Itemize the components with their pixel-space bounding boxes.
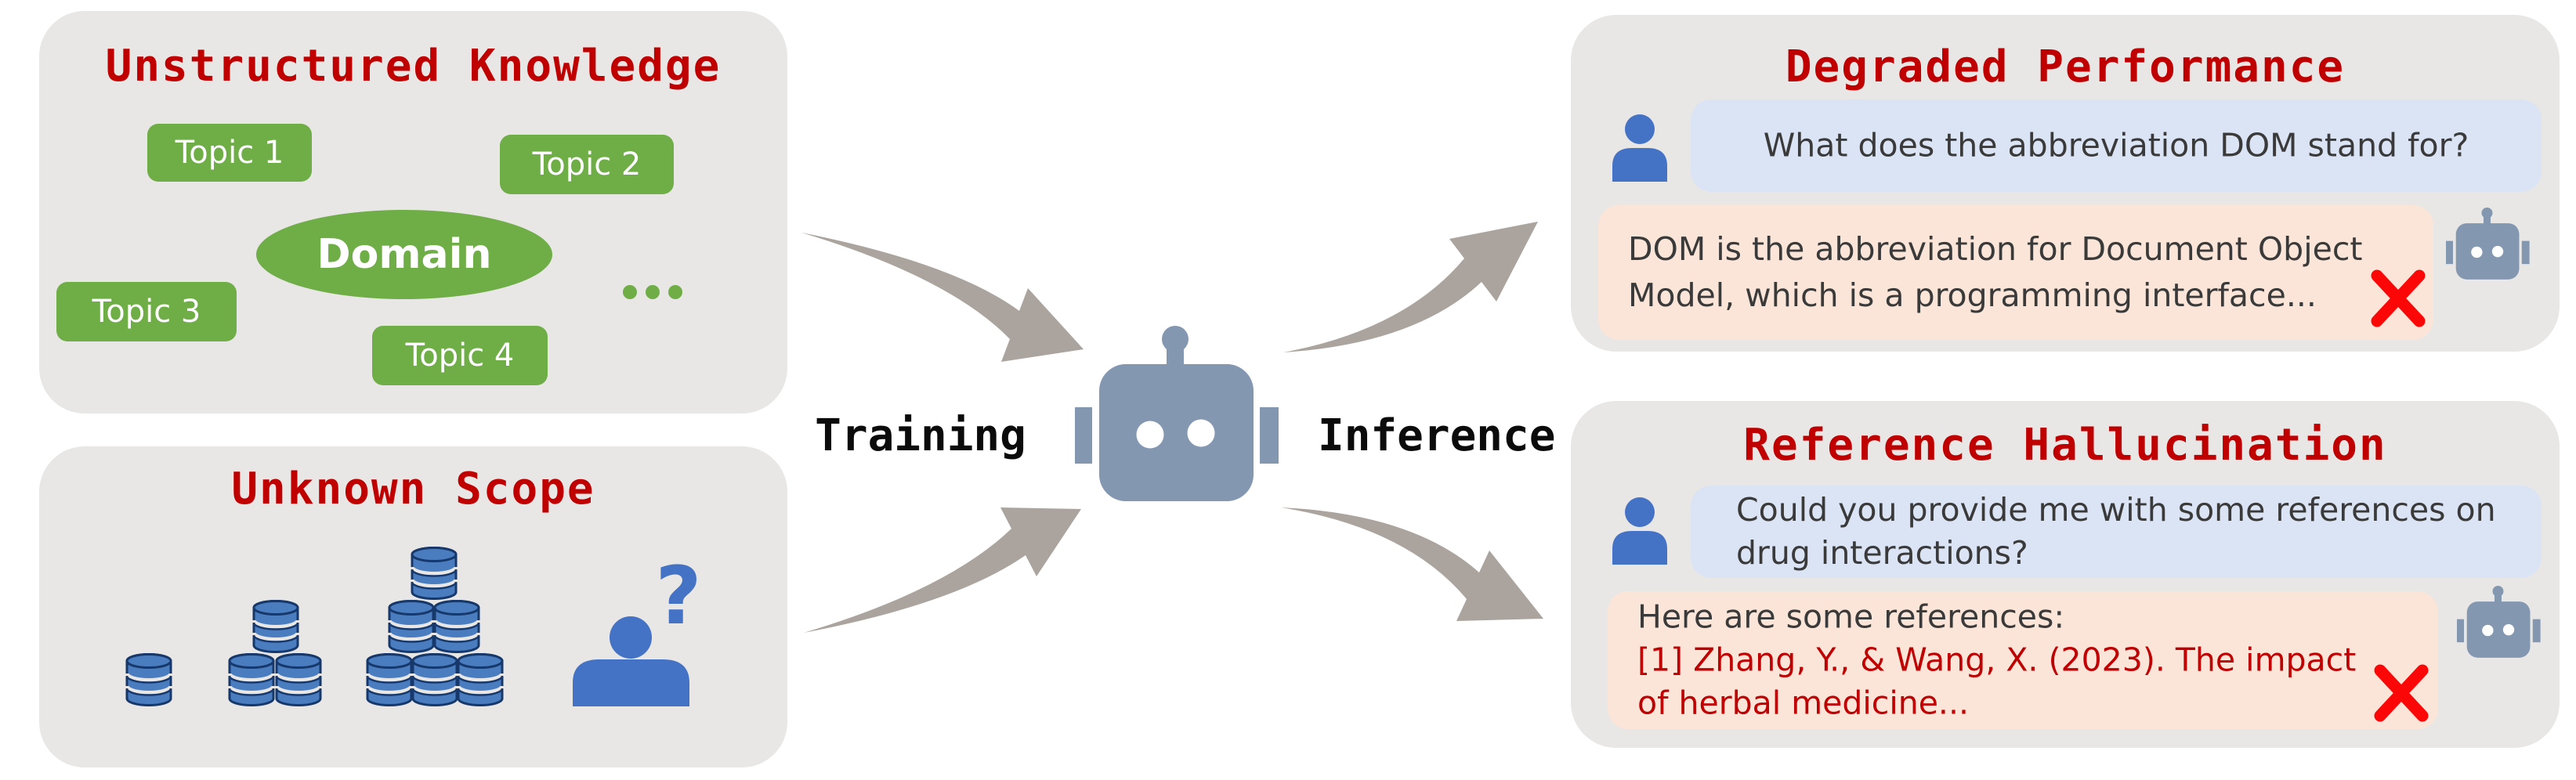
panel-unstructured-knowledge: Unstructured Knowledge Topic 1 Topic 2 D… xyxy=(39,11,787,413)
panel-title: Unstructured Knowledge xyxy=(105,41,722,92)
ellipsis-dots-icon xyxy=(623,285,682,299)
topic-box-4: Topic 4 xyxy=(372,326,548,385)
flow-arrow-icon xyxy=(1281,507,1543,621)
panel-title: Reference Hallucination xyxy=(1743,420,2387,471)
bot-message-text: Here are some references: [1] Zhang, Y.,… xyxy=(1637,598,2357,722)
panel-degraded-performance: Degraded Performance What does the abbre… xyxy=(1571,15,2560,352)
panel-title: Unknown Scope xyxy=(231,464,595,515)
user-message-bubble: Could you provide me with some reference… xyxy=(1691,486,2542,578)
bot-message-bubble: Here are some references: [1] Zhang, Y.,… xyxy=(1608,591,2438,729)
panel-unknown-scope: Unknown Scope xyxy=(39,446,787,767)
panel-title: Degraded Performance xyxy=(1785,42,2346,92)
user-message-text: Could you provide me with some reference… xyxy=(1736,491,2496,572)
topic-box-1: Topic 1 xyxy=(147,124,312,182)
topic-box-3: Topic 3 xyxy=(56,282,237,341)
domain-ellipse: Domain xyxy=(256,210,552,299)
inference-label: Inference xyxy=(1318,410,1556,461)
flow-arrow-icon xyxy=(801,233,1084,362)
topic-box-2: Topic 2 xyxy=(500,135,674,194)
robot-icon xyxy=(1075,326,1279,501)
bot-message-bubble: DOM is the abbreviation for Document Obj… xyxy=(1598,205,2433,340)
panel-reference-hallucination: Reference Hallucination Could you provid… xyxy=(1571,401,2560,748)
bot-message-text: DOM is the abbreviation for Document Obj… xyxy=(1628,230,2363,314)
flow-arrow-icon xyxy=(804,507,1081,633)
user-message-text: What does the abbreviation DOM stand for… xyxy=(1763,126,2469,164)
training-label: Training xyxy=(815,410,1026,461)
user-message-bubble: What does the abbreviation DOM stand for… xyxy=(1691,99,2542,192)
flow-arrow-icon xyxy=(1283,222,1538,352)
